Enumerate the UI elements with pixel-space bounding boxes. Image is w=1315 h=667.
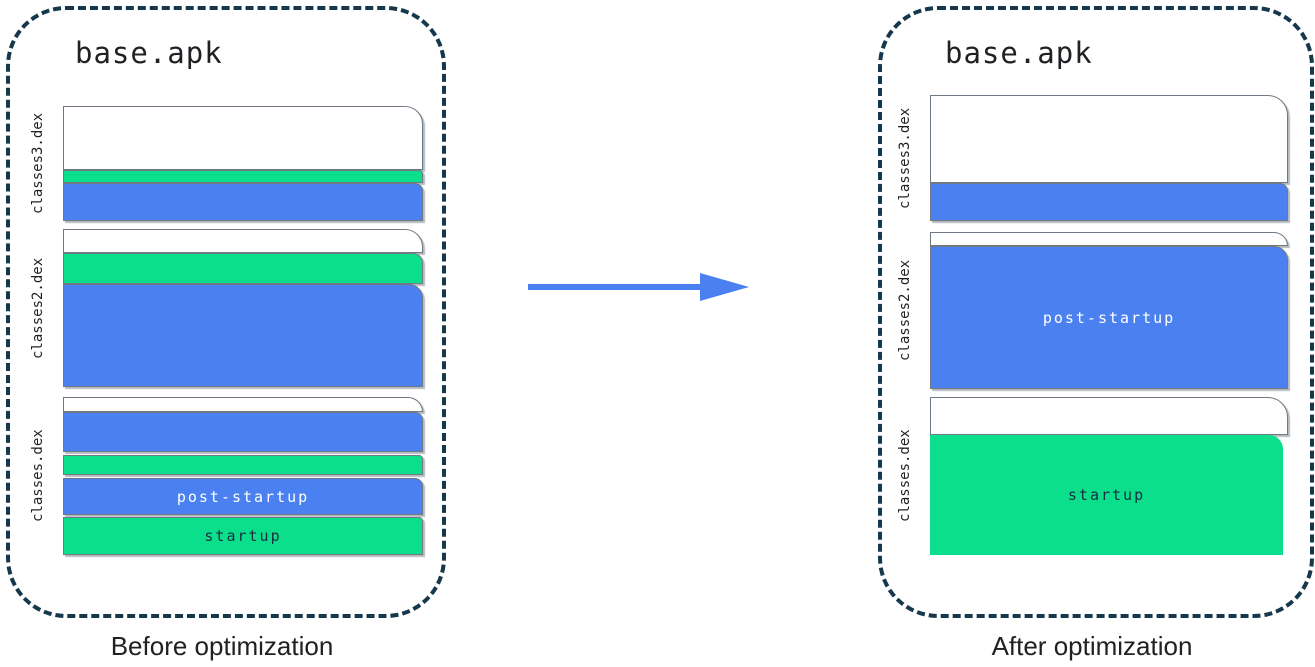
apk-container-after xyxy=(878,6,1314,618)
dex-segment-other xyxy=(930,397,1288,435)
post-startup-label: post-startup xyxy=(1042,308,1176,327)
dex-segment-post-startup xyxy=(930,183,1288,221)
dex-file-label: classes.dex xyxy=(30,429,46,523)
dex-segment-post-startup: post-startup xyxy=(930,246,1288,389)
dex-segment-post-startup xyxy=(63,284,423,387)
arrow-head xyxy=(700,273,749,301)
dex-segment-other xyxy=(63,397,423,412)
dex-file-label: classes3.dex xyxy=(897,107,913,209)
dex-segment-startup xyxy=(63,253,423,284)
dex-segment-post-startup: post-startup xyxy=(63,478,423,515)
caption-before-optimization: Before optimization xyxy=(110,631,334,661)
dex-segment-post-startup xyxy=(63,412,423,452)
dex-segment-startup xyxy=(63,170,423,183)
apk-container-before xyxy=(6,6,446,618)
dex-file-classes-after: classes.dex startup xyxy=(897,397,1288,555)
dex-file-label: classes2.dex xyxy=(897,259,913,362)
apk-title-before: base.apk xyxy=(75,36,223,70)
caption-after-optimization: After optimization xyxy=(991,631,1193,661)
apk-title-after: base.apk xyxy=(945,36,1093,70)
dex-segment-other xyxy=(930,95,1288,183)
dex-file-classes2-after: classes2.dex post-startup xyxy=(897,232,1288,389)
post-startup-label: post-startup xyxy=(176,487,310,506)
dex-file-label: classes2.dex xyxy=(30,257,46,359)
dex-file-classes3-before: classes3.dex xyxy=(30,106,423,221)
dex-file-classes-before: classes.dex post-startup startup xyxy=(30,397,423,555)
dex-file-label: classes3.dex xyxy=(30,112,46,215)
startup-label: startup xyxy=(204,527,282,545)
dex-segment-startup: startup xyxy=(930,435,1283,555)
dex-file-label: classes.dex xyxy=(897,429,913,523)
dex-file-classes3-after: classes3.dex xyxy=(897,95,1288,221)
arrow-shaft xyxy=(528,284,705,290)
dex-file-classes2-before: classes2.dex xyxy=(30,229,423,387)
dex-segment-other xyxy=(930,232,1288,246)
dex-segment-other xyxy=(63,106,423,170)
dex-segment-other xyxy=(63,229,423,253)
dex-segment-post-startup xyxy=(63,183,423,221)
dex-segment-startup xyxy=(63,455,423,475)
right-arrow xyxy=(528,273,749,301)
dex-segment-startup: startup xyxy=(63,517,423,555)
startup-label: startup xyxy=(1067,486,1146,504)
